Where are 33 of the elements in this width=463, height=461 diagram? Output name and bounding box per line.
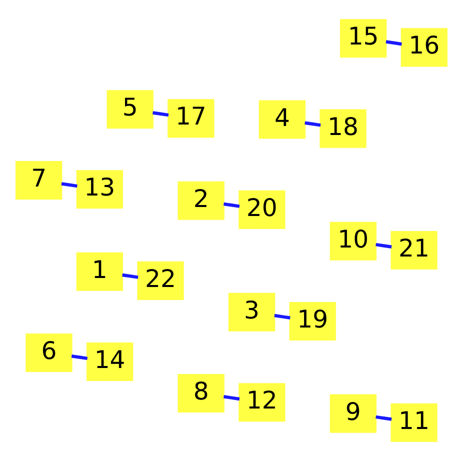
connector <box>224 202 240 208</box>
node-box: 5 <box>106 90 154 129</box>
node-box: 1 <box>76 252 123 291</box>
node-box: 11 <box>390 403 438 442</box>
connector <box>71 354 88 360</box>
node-box: 22 <box>137 261 184 300</box>
node-box: 2 <box>178 181 224 220</box>
node-box: 16 <box>400 28 448 67</box>
node-box: 7 <box>16 161 62 200</box>
connector <box>304 121 321 127</box>
node-box: 4 <box>258 100 306 139</box>
connector <box>386 40 402 46</box>
node-box: 17 <box>168 99 214 138</box>
node-box: 9 <box>330 394 376 433</box>
node-box: 10 <box>330 222 376 260</box>
connector <box>376 242 392 248</box>
node-box: 12 <box>238 383 286 422</box>
connector <box>376 415 392 421</box>
node-box: 3 <box>228 292 276 332</box>
node-box: 13 <box>76 170 123 209</box>
node-box: 21 <box>390 230 438 270</box>
node-box: 20 <box>238 190 286 229</box>
node-box: 8 <box>178 374 224 413</box>
node-box: 18 <box>320 109 366 148</box>
connector <box>224 395 240 401</box>
connector <box>274 314 290 320</box>
connector <box>152 111 169 117</box>
node-box: 19 <box>289 302 336 340</box>
node-box: 15 <box>340 19 387 58</box>
connector <box>61 182 78 188</box>
connector <box>122 273 138 279</box>
node-box: 6 <box>26 333 72 372</box>
node-box: 14 <box>86 342 134 382</box>
